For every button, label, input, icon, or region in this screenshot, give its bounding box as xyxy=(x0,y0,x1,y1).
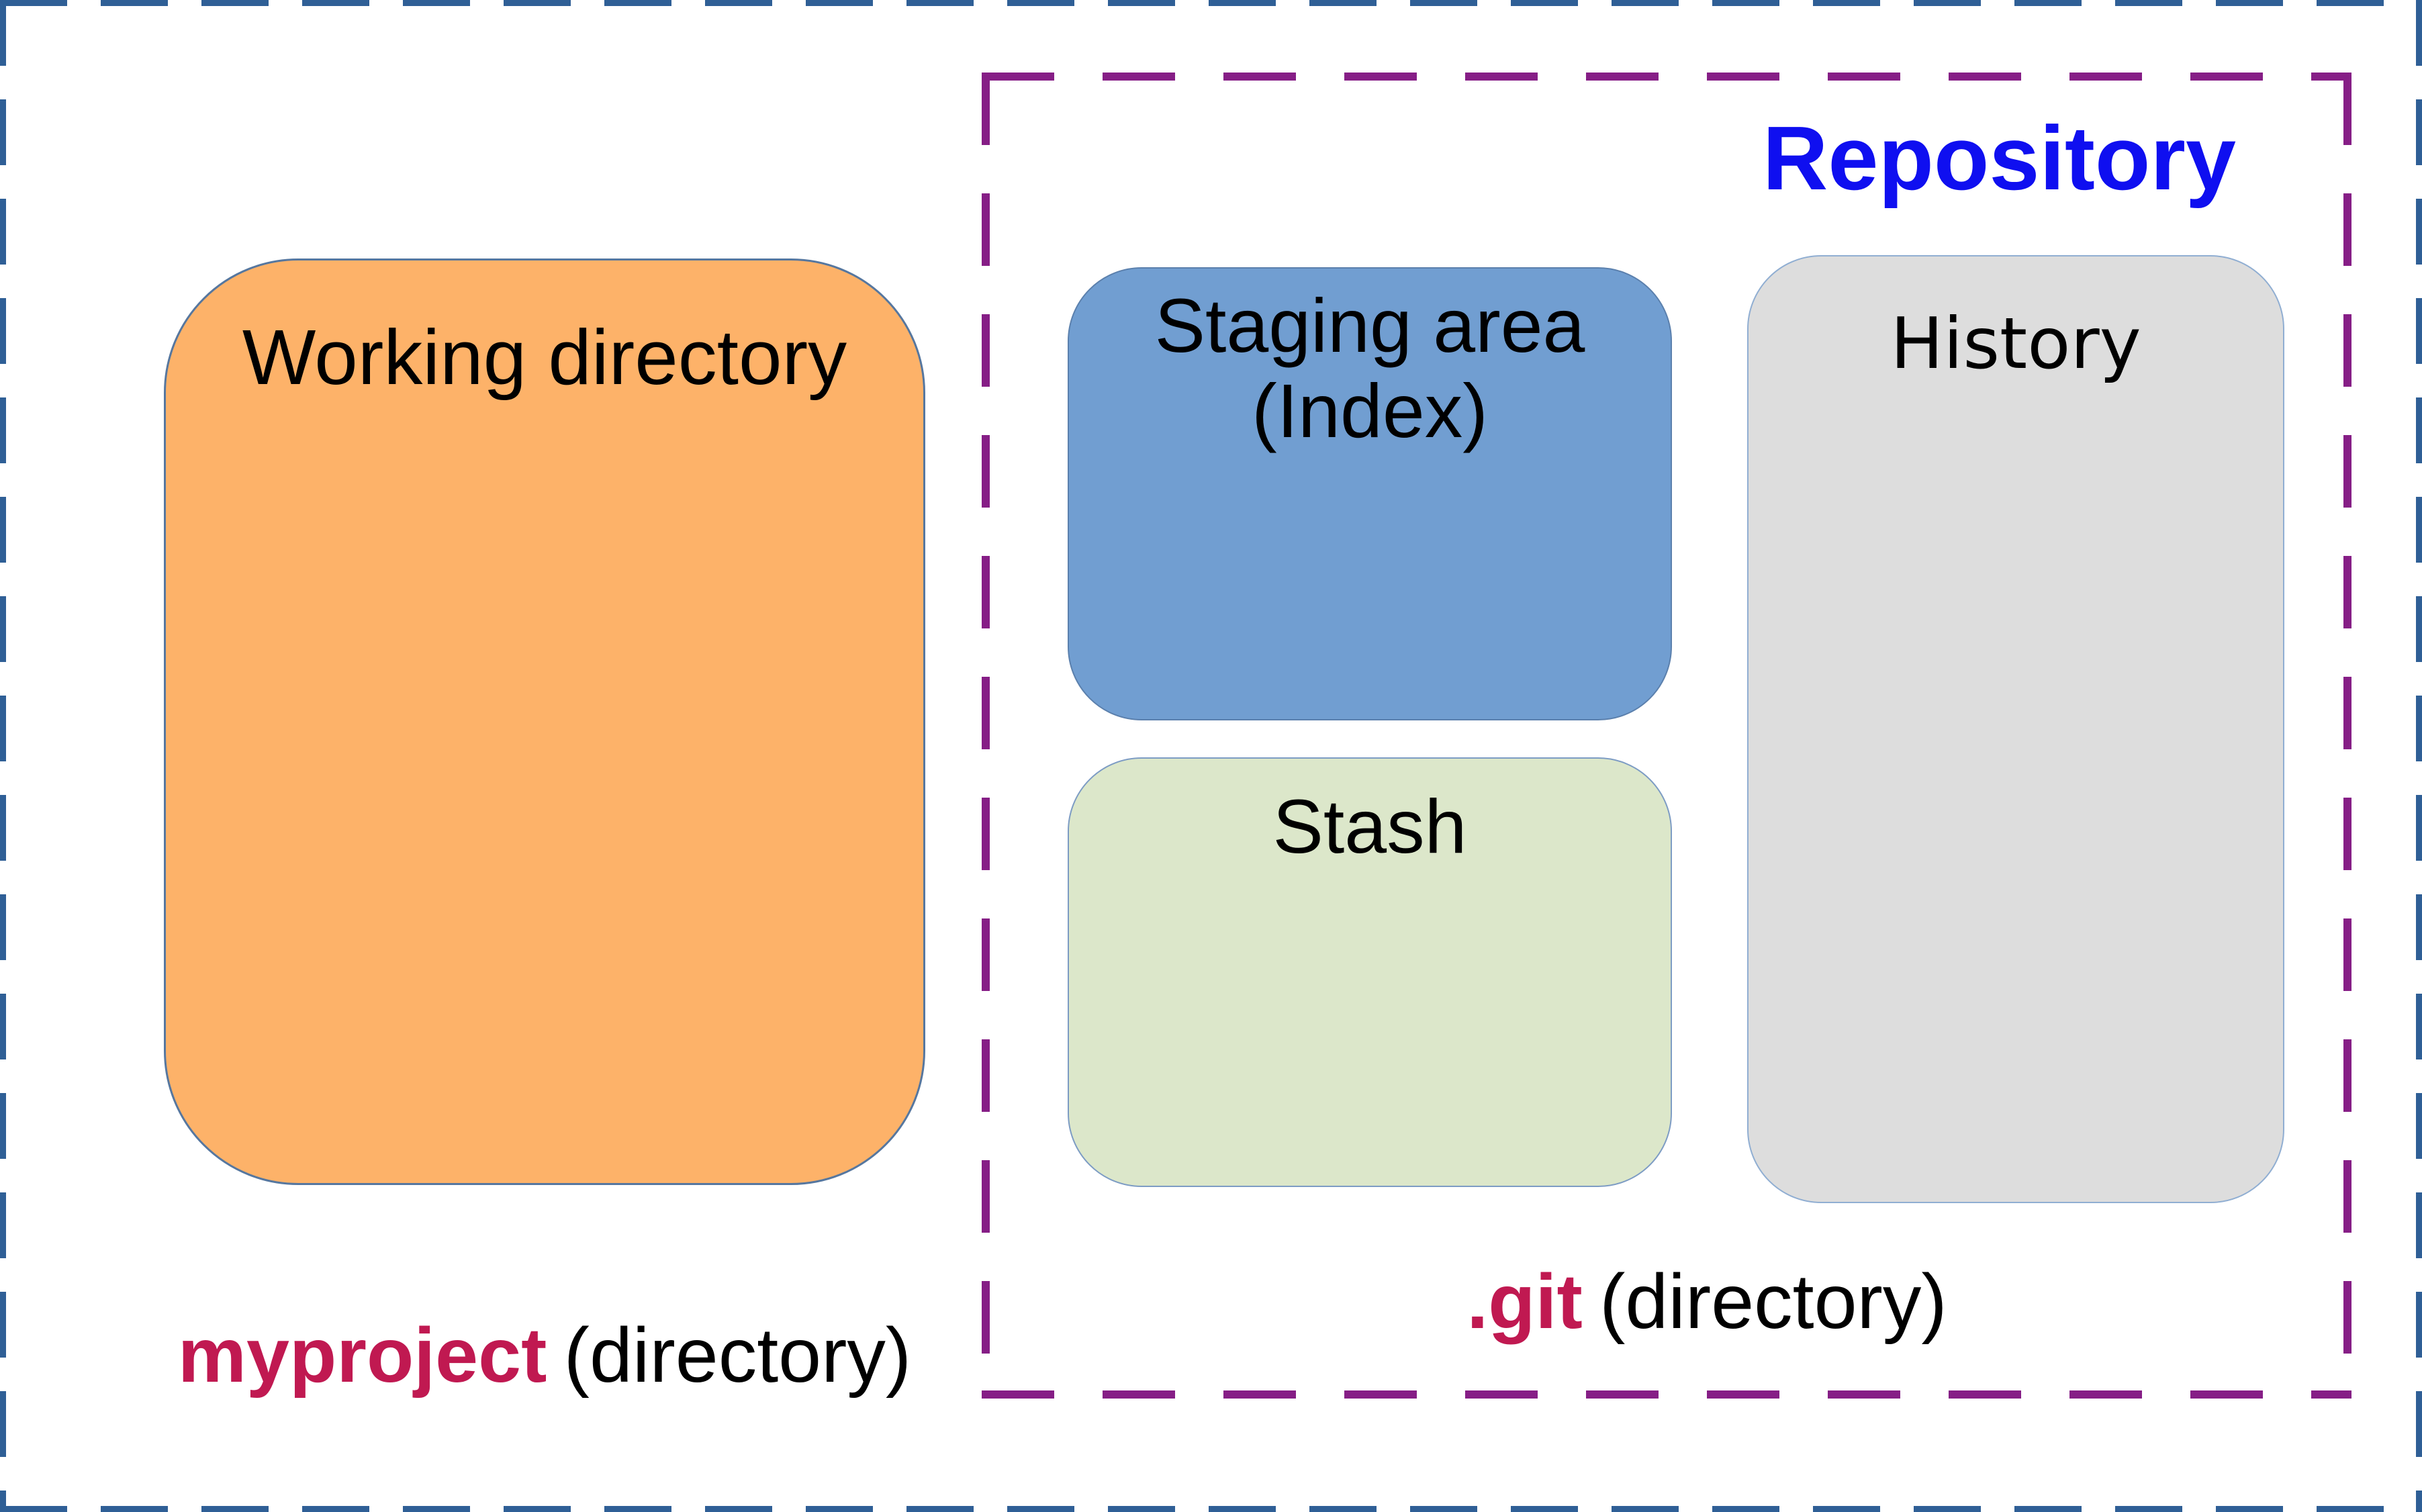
outer-dashed-border-top xyxy=(0,0,2422,6)
stash-label: Stash xyxy=(1272,784,1467,869)
history-label: History xyxy=(1890,303,2141,385)
repository-border-right xyxy=(2343,73,2351,1399)
outer-dashed-border-left xyxy=(0,0,6,1512)
repository-border-left xyxy=(982,73,990,1399)
git-directory-caption-rest: (directory) xyxy=(1599,1259,1947,1345)
myproject-caption-bold: myproject xyxy=(177,1313,547,1399)
staging-area-box: Staging area (Index) xyxy=(1068,267,1672,720)
repository-border-bottom xyxy=(982,1390,2351,1399)
repository-dashed-box xyxy=(982,73,2351,1399)
myproject-directory-caption: myproject(directory) xyxy=(164,1309,925,1402)
stash-box: Stash xyxy=(1068,757,1672,1187)
myproject-caption-rest: (directory) xyxy=(563,1313,912,1399)
git-directory-caption: .git(directory) xyxy=(982,1256,2351,1348)
working-directory-box: Working directory xyxy=(164,258,925,1185)
history-box: History xyxy=(1747,255,2284,1203)
outer-dashed-border-right xyxy=(2416,0,2422,1512)
staging-area-label-line1: Staging area xyxy=(1154,283,1585,368)
working-directory-label: Working directory xyxy=(242,314,847,401)
staging-area-label-line2: (Index) xyxy=(1252,368,1488,453)
repository-border-top xyxy=(982,73,2351,81)
repository-title: Repository xyxy=(1762,107,2236,209)
outer-dashed-border-bottom xyxy=(0,1506,2422,1512)
git-directory-caption-bold: .git xyxy=(1466,1259,1583,1345)
